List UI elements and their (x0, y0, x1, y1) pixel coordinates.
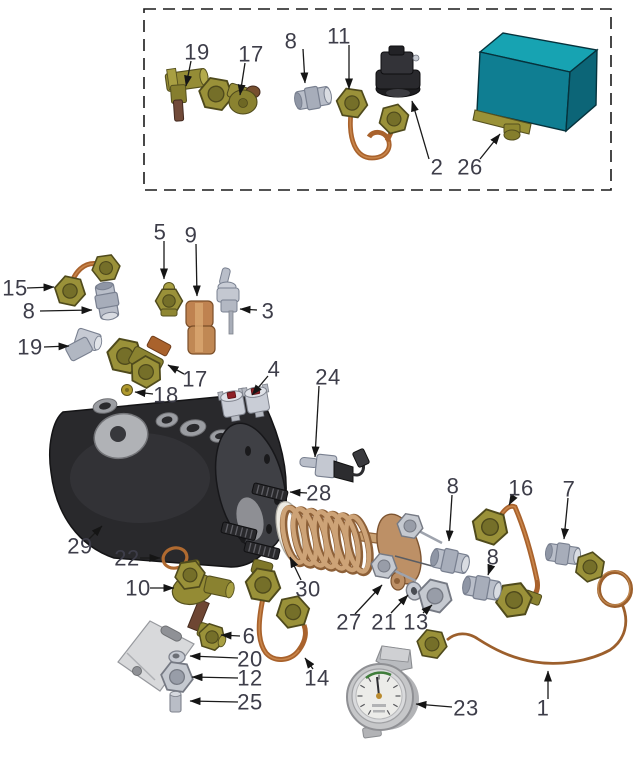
leader-8-inset (300, 48, 309, 84)
callout-11: 11 (327, 24, 351, 49)
leader-20 (189, 652, 239, 661)
leader-17 (167, 364, 185, 375)
gauge-needle (376, 676, 380, 697)
part-22-copper-ring (161, 546, 189, 570)
leader-8-left (39, 306, 93, 315)
leader-23 (415, 700, 453, 709)
callout-12: 12 (237, 666, 262, 691)
callout-28: 28 (306, 481, 331, 506)
callout-8-inset: 8 (285, 29, 298, 54)
leader-19-inset (184, 60, 192, 87)
leader-8-right-mid (487, 563, 496, 576)
leader-12 (191, 673, 239, 682)
callout-19-inset: 19 (184, 40, 209, 65)
part-5-brass-plug (154, 282, 184, 317)
leader-7 (561, 497, 570, 540)
part-27-heating-element (279, 504, 443, 591)
callout-8-left: 8 (23, 299, 36, 324)
part-10-safety-valve (171, 559, 235, 632)
callout-21: 21 (371, 610, 396, 635)
inset-dashed-frame (143, 8, 612, 191)
callout-14: 14 (304, 666, 329, 691)
part-26-pressure-switch (472, 32, 599, 141)
callout-18: 18 (153, 383, 178, 408)
callout-30: 30 (295, 577, 320, 602)
part-9-copper-hex-adapter (185, 300, 216, 355)
leader-8-right-top (445, 494, 454, 542)
leader-24 (311, 385, 320, 458)
leader-28 (289, 488, 308, 497)
leader-3 (239, 305, 258, 314)
leader-lines (26, 45, 570, 709)
callout-24: 24 (315, 365, 340, 390)
part-6-brass-elbow (194, 620, 230, 654)
part-24-temp-sensor (299, 448, 370, 483)
callout-23: 23 (453, 696, 478, 721)
leader-17-inset (237, 62, 246, 96)
callout-13: 13 (403, 610, 428, 635)
leader-9 (192, 243, 201, 297)
part-14-copper-u-tube (242, 558, 314, 662)
callout-labels: 19 17 8 11 2 26 5 9 15 8 3 19 17 18 4 24… (2, 24, 575, 721)
callout-17: 17 (182, 367, 207, 392)
callout-8-right-mid: 8 (487, 545, 500, 570)
callout-20: 20 (237, 647, 262, 672)
leader-14 (304, 657, 315, 670)
callout-1: 1 (537, 696, 550, 721)
gauge-green-arc (365, 671, 392, 680)
callout-16: 16 (508, 476, 533, 501)
leader-4 (251, 375, 269, 396)
part-3-level-probe (216, 267, 240, 335)
leader-19 (43, 342, 70, 351)
callout-7: 7 (563, 477, 576, 502)
leader-21 (390, 594, 409, 614)
callout-10: 10 (125, 576, 150, 601)
leader-15 (26, 283, 55, 292)
leader-16 (508, 493, 518, 506)
callout-2: 2 (431, 155, 444, 180)
callout-6: 6 (243, 624, 256, 649)
part-17-brass-fitting (103, 335, 172, 393)
part-18-small-brass-nut (121, 384, 133, 396)
gauge-tick-marks (357, 674, 401, 715)
part-21-washer (405, 581, 423, 601)
callout-26: 26 (457, 155, 482, 180)
callout-3: 3 (262, 299, 275, 324)
leader-6 (220, 631, 241, 640)
leader-13 (421, 604, 433, 615)
leader-26 (479, 133, 501, 160)
callout-9: 9 (185, 223, 198, 248)
callout-8-right-top: 8 (447, 474, 460, 499)
callout-25: 25 (237, 690, 262, 715)
part-1-capillary-tube (414, 548, 633, 665)
callout-19: 19 (17, 335, 42, 360)
leader-18 (134, 389, 154, 398)
callout-29: 29 (67, 534, 92, 559)
part-16-copper-tube (467, 503, 543, 620)
leader-27 (354, 584, 383, 615)
callout-15: 15 (2, 276, 27, 301)
part-19-gray-elbow (65, 327, 103, 362)
leader-30 (289, 556, 302, 581)
leader-25 (189, 697, 239, 706)
part-25-spacer (169, 691, 182, 713)
callout-27: 27 (336, 610, 361, 635)
leader-2 (411, 100, 430, 160)
leader-29 (88, 525, 103, 540)
part-20-washer (168, 650, 186, 664)
callout-5: 5 (154, 220, 167, 245)
part-11-copper-loop-tube (333, 86, 413, 161)
part-23-pressure-gauge (346, 645, 419, 739)
callout-17-inset: 17 (238, 42, 263, 67)
part-15-copper-elbow-tube (51, 253, 123, 309)
part-2-solenoid-valve (375, 45, 421, 98)
callout-4: 4 (268, 357, 281, 382)
mounting-bracket (117, 620, 195, 692)
callout-22: 22 (114, 546, 139, 571)
